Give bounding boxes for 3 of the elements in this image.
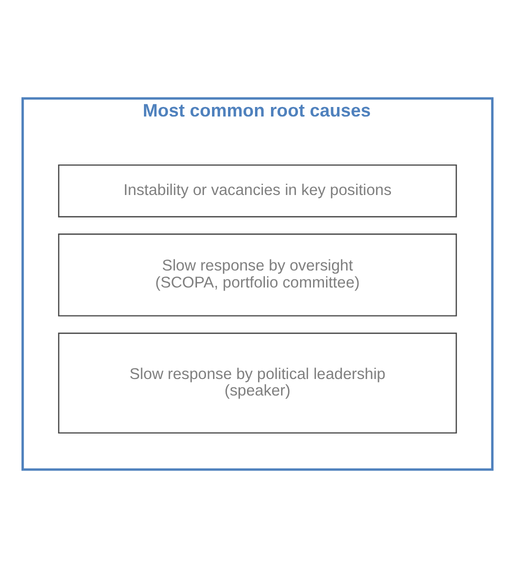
node-box: Slow response by oversight (SCOPA, portfolio committee) [58, 233, 457, 316]
node-box: Slow response by political leadership (speaker) [58, 332, 457, 434]
node-box: Instability or vacancies in key positions [58, 164, 457, 217]
